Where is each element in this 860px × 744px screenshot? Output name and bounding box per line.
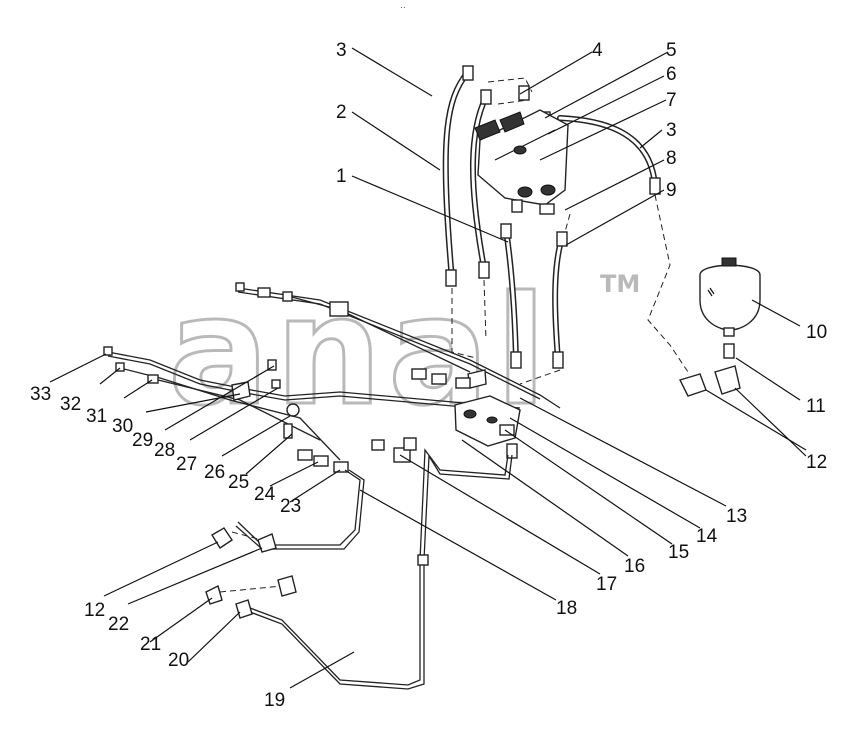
callout-10: 10	[806, 322, 827, 343]
callout-13: 13	[726, 506, 747, 527]
callout-30: 30	[112, 416, 133, 437]
callout-27: 27	[176, 454, 197, 475]
valve-block	[474, 109, 569, 215]
callout-31: 31	[86, 406, 107, 427]
callout-8: 8	[666, 148, 677, 169]
callout-labels: 1 2 3 3 4 5 6 7 8 9 10 11 12 12 13 14 15…	[30, 40, 827, 711]
callout-4: 4	[592, 40, 603, 61]
callout-28: 28	[154, 440, 175, 461]
watermark-trademark: TM	[600, 270, 640, 298]
hose-group	[442, 69, 658, 363]
callout-26: 26	[204, 462, 225, 483]
callout-21: 21	[140, 634, 161, 655]
callout-5: 5	[666, 40, 677, 61]
callout-7: 7	[666, 90, 677, 111]
callout-3-right: 3	[666, 120, 677, 141]
elbow-fitting-right	[679, 365, 741, 397]
callout-17: 17	[596, 574, 617, 595]
callout-19: 19	[264, 690, 285, 711]
corner-mark: ··	[400, 2, 406, 12]
callout-33: 33	[30, 384, 51, 405]
callout-16: 16	[624, 556, 645, 577]
callout-2: 2	[336, 102, 347, 123]
callout-11: 11	[806, 396, 826, 417]
callout-1: 1	[336, 166, 347, 187]
callout-25: 25	[228, 472, 249, 493]
lower-pipes	[205, 448, 513, 690]
control-block	[454, 369, 521, 459]
callout-18: 18	[556, 598, 577, 619]
callout-23: 23	[280, 496, 301, 517]
callout-9: 9	[666, 180, 677, 201]
callout-32: 32	[60, 394, 81, 415]
callout-12-right: 12	[806, 452, 827, 473]
callout-29: 29	[132, 430, 153, 451]
callout-24: 24	[254, 484, 276, 505]
callout-14: 14	[696, 526, 718, 547]
accumulator	[699, 257, 761, 359]
callout-22: 22	[108, 614, 129, 635]
callout-3-top: 3	[336, 40, 347, 61]
callout-6: 6	[666, 64, 677, 85]
dashed-leaders	[219, 77, 691, 593]
callout-20: 20	[168, 650, 189, 671]
callout-12-left: 12	[84, 600, 105, 621]
leader-lines	[49, 47, 807, 689]
callout-15: 15	[668, 542, 689, 563]
